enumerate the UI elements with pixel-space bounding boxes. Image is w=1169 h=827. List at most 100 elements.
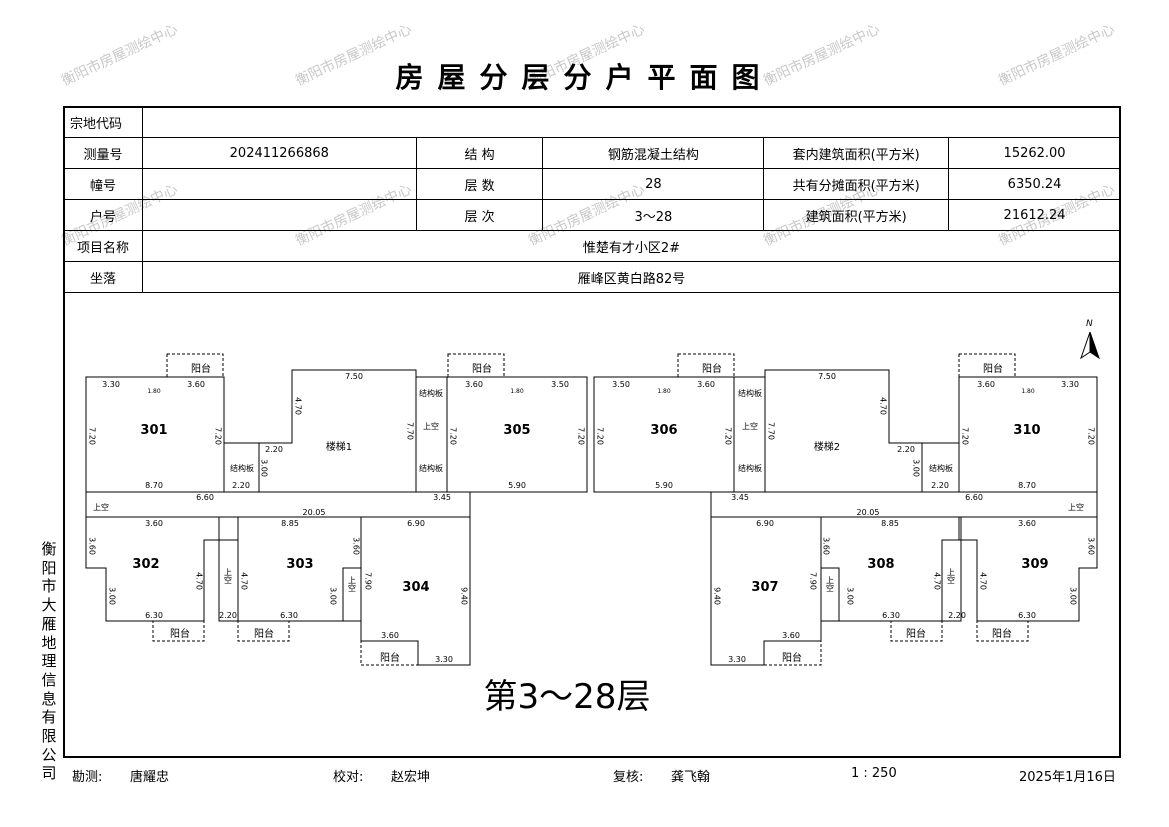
build-area-value: 21612.24 [948,199,1121,231]
unit-label-309: 309 [1021,557,1048,572]
dim-label: 7.90 [364,572,373,590]
unit-label-306: 306 [650,423,677,438]
balcony-label-303: 阳台 [254,627,274,640]
checker-name: 赵宏坤 [391,770,431,785]
survey-no-label: 测量号 [63,137,143,169]
dim-label: 8.70 [145,481,163,490]
structure-plate-label: 结构板 [929,463,953,473]
balcony-label-301: 阳台 [191,362,211,375]
dim-label: 4.70 [240,572,249,590]
dim-label: 2.20 [897,445,915,454]
floor-range-label: 第3～28层 [484,677,651,717]
dim-label: 6.90 [407,519,425,528]
structure-plate-mid-left [415,376,448,493]
structure-plate-label: 结构板 [738,388,762,398]
structure-plate-label: 结构板 [419,463,443,473]
dim-label: 3.30 [102,380,120,389]
dim-label: 7.20 [449,427,458,445]
dim-label: 5.90 [655,481,673,490]
corridor-left [85,491,471,518]
dim-label: 3.45 [433,493,451,502]
dim-label: 7.20 [961,427,970,445]
dim-label: 4.70 [879,397,888,415]
dim-label: 3.60 [352,537,361,555]
dim-label: 6.30 [145,611,163,620]
north-arrow-icon [1080,331,1091,360]
room-303-outline [237,516,362,622]
structure-plate-label: 结构板 [230,463,254,473]
dim-label: 3.60 [465,380,483,389]
dim-label: 3.60 [187,380,205,389]
unit-label-302: 302 [132,557,159,572]
dim-label: 3.60 [1087,537,1096,555]
dim-label: 2.20 [219,611,237,620]
building-no-value [141,168,417,200]
dim-label: 6.90 [756,519,774,528]
unit-label-308: 308 [867,557,894,572]
dim-label: 3.60 [697,380,715,389]
dim-label: 3.60 [145,519,163,528]
dim-label: 3.60 [782,631,800,640]
stair1-label: 楼梯1 [326,440,352,453]
dim-label: 7.70 [767,422,776,440]
dim-label: 4.70 [294,397,303,415]
dim-label: 2.20 [232,481,250,490]
dim-label: 20.05 [303,508,326,517]
structure-label: 结 构 [415,137,544,169]
structure-plate-left [223,442,260,493]
balcony-307 [763,640,822,666]
structure-plate-label: 结构板 [419,388,443,398]
balcony-305 [447,353,505,378]
surveyor-label: 勘测: [72,770,103,785]
dim-label: 4.70 [195,572,204,590]
dim-label: 7.20 [596,427,605,445]
shared-area-value: 6350.24 [948,168,1121,200]
structure-plate-label: 结构板 [738,463,762,473]
dim-label: 6.30 [1018,611,1036,620]
dim-label: 7.20 [724,427,733,445]
dim-label: 7.90 [809,572,818,590]
room-309-outline [960,516,1098,622]
unit-no-label: 户号 [63,199,143,231]
parcel-code-label: 宗地代码 [63,106,143,138]
stair2-outline [764,369,923,493]
checker-label: 校对: [333,770,364,785]
dim-label: 3.60 [381,631,399,640]
dim-label: 3.60 [822,537,831,555]
dim-label: 1.80 [657,388,671,395]
reviewer-label: 复核: [613,770,644,785]
up-void-label: 上空 [1068,502,1084,512]
unit-label-307: 307 [751,580,778,595]
north-arrow-icon [1089,331,1100,360]
dim-label: 4.70 [979,572,988,590]
floor-plan: N 301 302 303 304 305 306 307 308 309 31… [85,319,1100,717]
dim-label: 9.40 [460,587,469,605]
stair1-outline [258,369,417,493]
dim-label: 2.20 [931,481,949,490]
up-void-label: 上空 [224,568,233,584]
dim-label: 7.50 [818,372,836,381]
balcony-label-308: 阳台 [906,627,926,640]
balcony-label-309: 阳台 [992,627,1012,640]
balcony-303 [237,620,290,642]
north-label: N [1086,319,1093,329]
balcony-302 [152,620,205,642]
floors-label: 层 数 [415,168,544,200]
dim-label: 7.20 [214,427,223,445]
dim-label: 1.80 [1021,388,1035,395]
project-label: 项目名称 [63,230,143,262]
dim-label: 1.80 [147,388,161,395]
dim-label: 2.20 [948,611,966,620]
up-void-label: 上空 [423,421,439,431]
dim-label: 6.60 [196,493,214,502]
balcony-label-304: 阳台 [380,651,400,664]
dim-label: 1.80 [510,388,524,395]
balcony-310 [958,353,1016,378]
dim-label: 3.50 [551,380,569,389]
unit-no-value [141,199,417,231]
dim-label: 3.00 [912,459,921,477]
structure-value: 钢筋混凝土结构 [542,137,765,169]
up-void-label: 上空 [826,576,835,592]
dim-label: 7.20 [88,427,97,445]
up-void-label: 上空 [947,568,956,584]
